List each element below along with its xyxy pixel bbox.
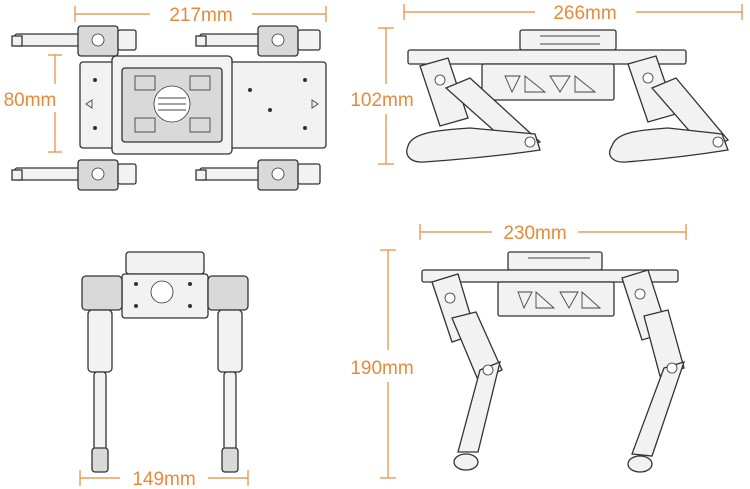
front-width-dimension: 149mm xyxy=(79,469,249,489)
top-width-label: 217mm xyxy=(169,5,232,26)
standing-height-label: 190mm xyxy=(350,358,413,379)
standing-length-label: 230mm xyxy=(503,223,566,244)
top-width-dimension: 217mm xyxy=(74,5,327,26)
front-view: 149mm xyxy=(79,251,249,489)
top-height-dimension: 80mm xyxy=(4,54,62,153)
side-view: 266mm 102mm xyxy=(350,3,743,165)
standing-length-dimension: 230mm xyxy=(419,223,687,244)
side-length-label: 266mm xyxy=(553,3,616,24)
standing-height-dimension: 190mm xyxy=(350,249,414,479)
side-height-dimension: 102mm xyxy=(350,27,414,165)
top-view: 217mm 80mm xyxy=(4,5,327,191)
side-length-dimension: 266mm xyxy=(403,3,743,24)
front-width-label: 149mm xyxy=(132,469,195,489)
standing-view: 230mm 190mm xyxy=(350,223,687,479)
top-height-label: 80mm xyxy=(4,90,57,111)
side-height-label: 102mm xyxy=(350,90,413,111)
